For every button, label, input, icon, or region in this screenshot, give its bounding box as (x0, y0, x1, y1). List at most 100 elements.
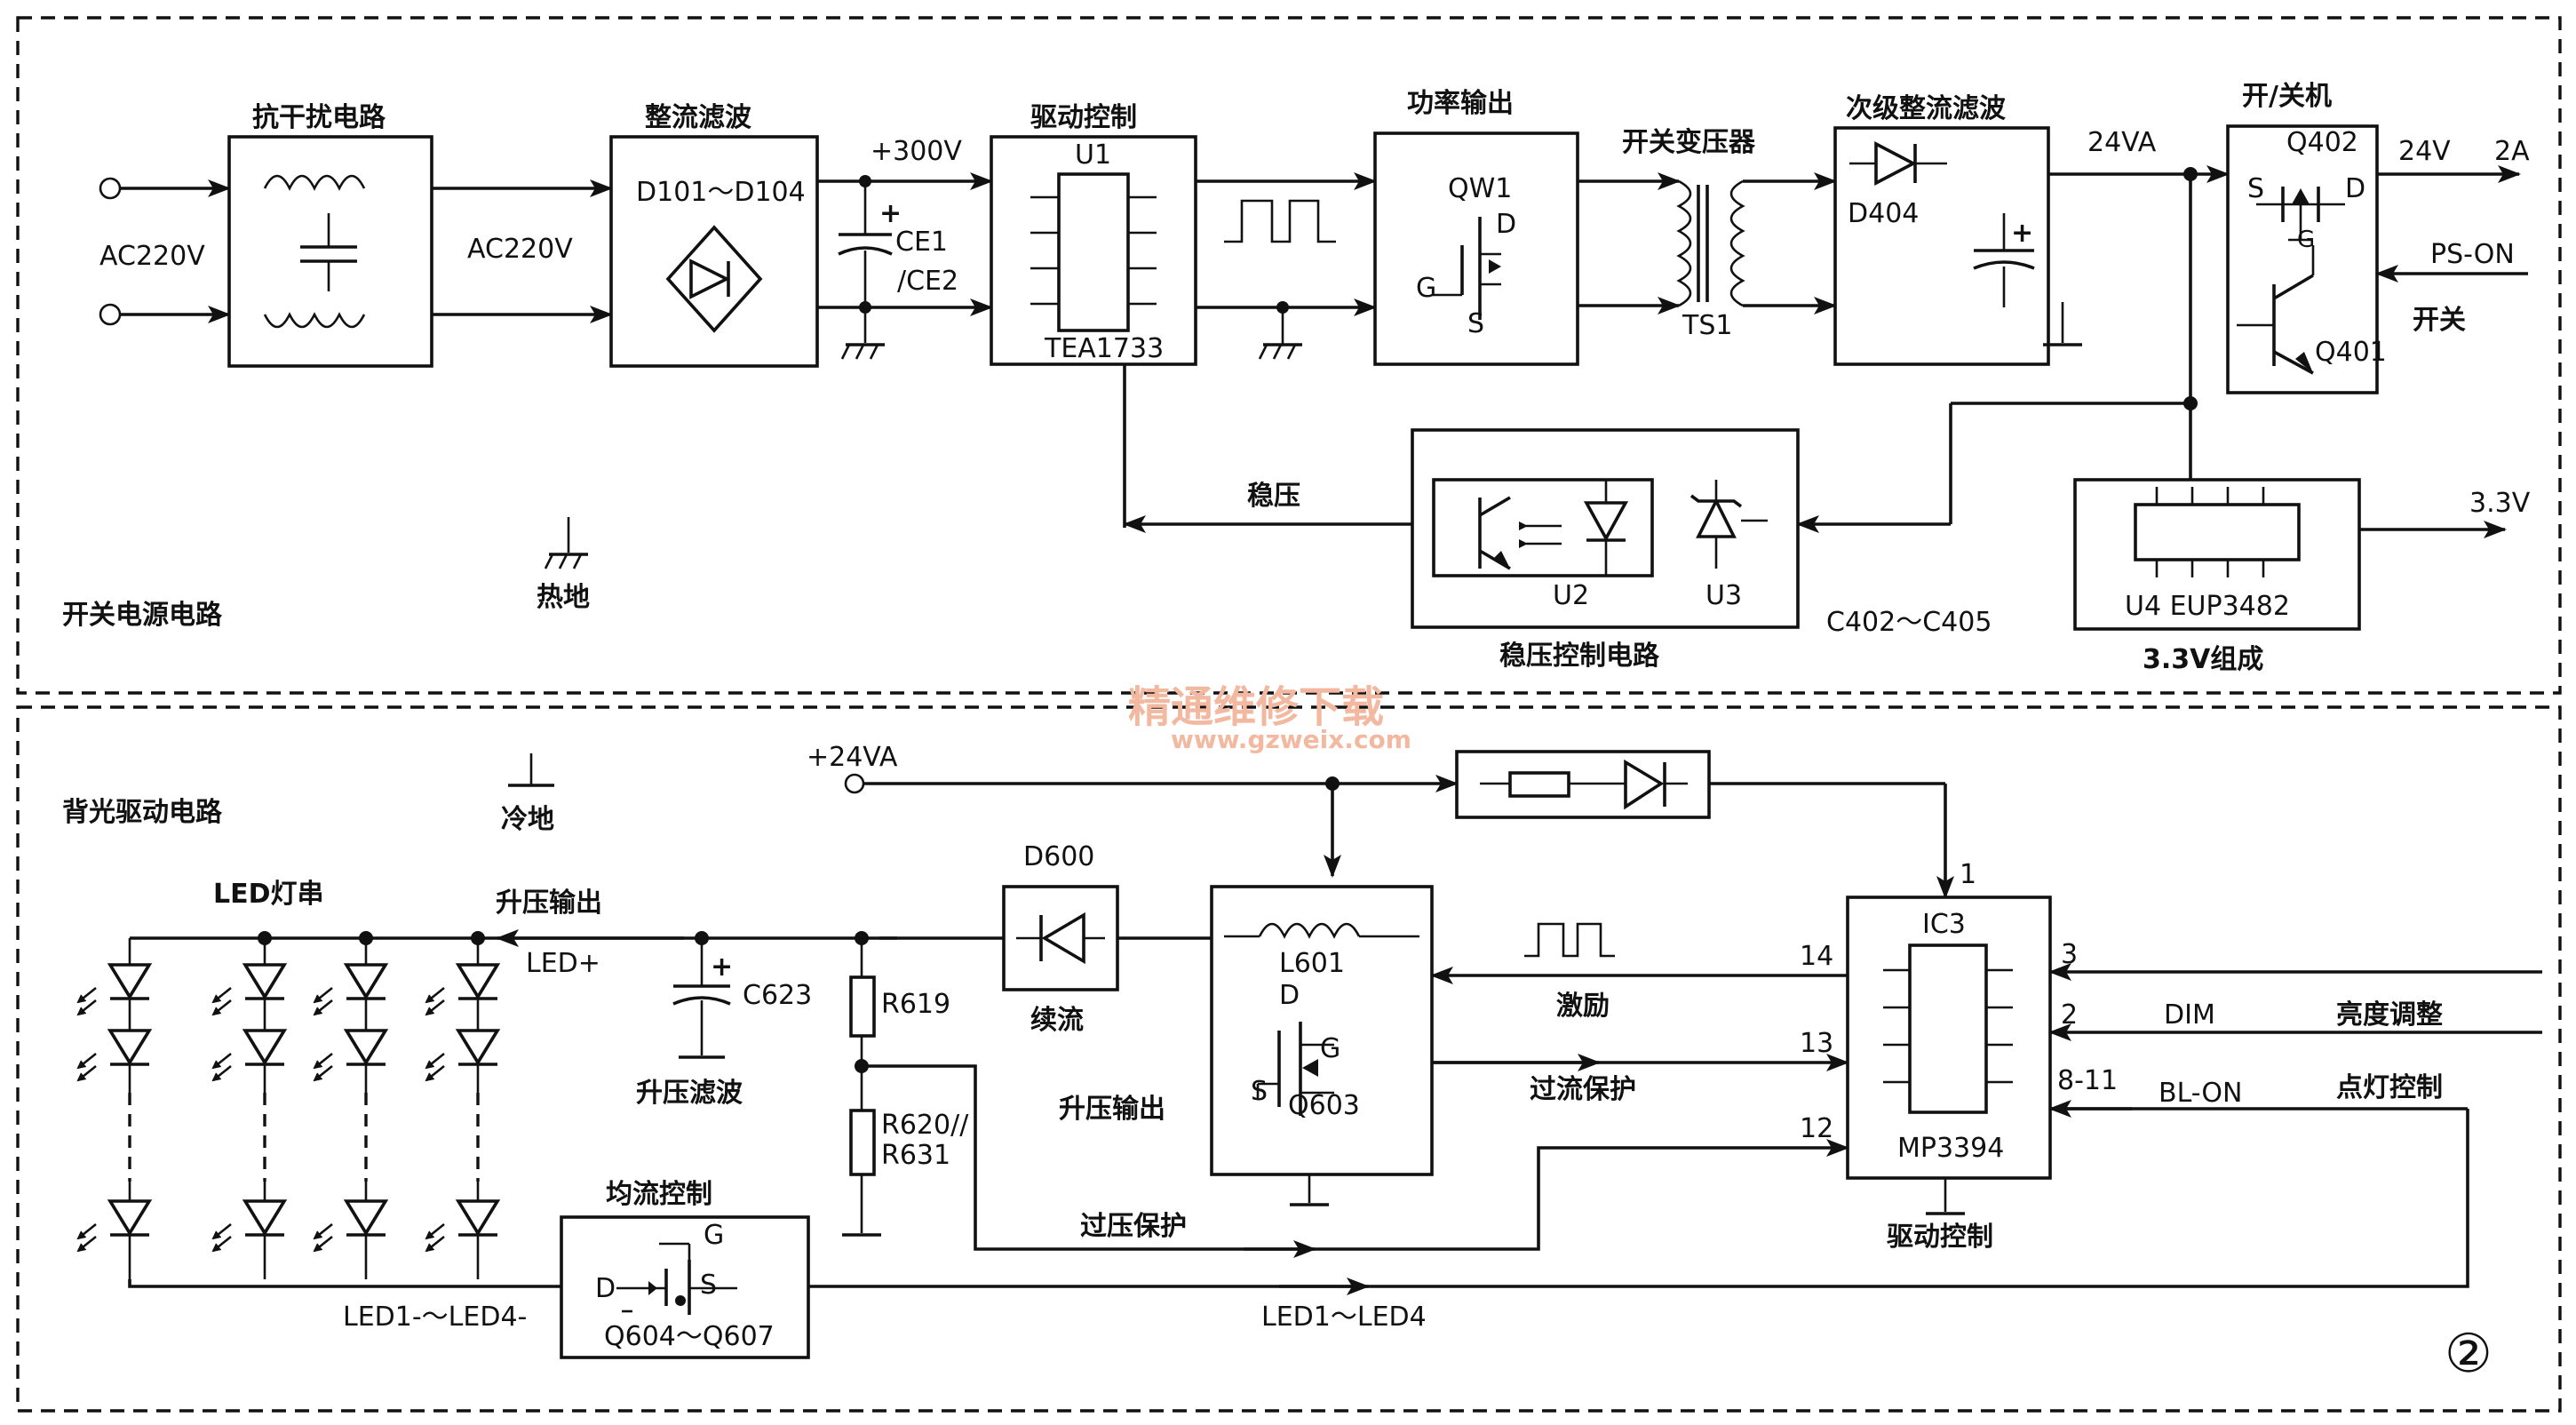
transformer-title: 开关变压器 (1622, 127, 1756, 158)
r619-label: R619 (881, 989, 950, 1020)
v24-label: 24V (2398, 136, 2451, 167)
mp3394-label: MP3394 (1897, 1133, 2004, 1164)
power-output-box (1373, 131, 1579, 366)
choke-bottom (263, 312, 366, 329)
drive-ctrl-label: 驱动控制 (1887, 1222, 1993, 1253)
power-section-title: 开关电源电路 (62, 600, 223, 631)
led-minus-label: LED1-～LED4- (343, 1302, 527, 1333)
c623-label: C623 (743, 980, 812, 1011)
excite-waveform (1524, 922, 1615, 958)
q401-label: Q401 (2315, 337, 2387, 368)
r631-label: R631 (881, 1140, 950, 1171)
led-string-3 (313, 931, 389, 1279)
q402-label: Q402 (2286, 127, 2358, 158)
q603-label: Q603 (1288, 1090, 1360, 1121)
qw1-pin-g: G (1416, 273, 1436, 304)
ic3-pin13: 13 (1800, 1028, 1833, 1059)
figure-number: ② (2445, 1323, 2493, 1385)
qw1-label: QW1 (1448, 173, 1512, 204)
ts1-label: TS1 (1682, 310, 1732, 341)
u1-chip (1057, 172, 1130, 332)
rectifier-part: D101～D104 (636, 177, 806, 208)
power-output-title: 功率输出 (1407, 88, 1514, 119)
rectifier-box (609, 135, 819, 368)
dim-label: DIM (2164, 999, 2215, 1031)
svg-text:+: + (2011, 218, 2033, 249)
c402-label: C402～C405 (1826, 607, 1992, 638)
choke-top (263, 174, 366, 191)
r620-label: R620// (881, 1110, 969, 1141)
emi-title: 抗干扰电路 (252, 102, 386, 133)
boost-out2-label: 升压输出 (1059, 1094, 1165, 1125)
svg-text:+: + (879, 198, 902, 229)
watermark-url: www.gzweix.com (1171, 725, 1411, 754)
excite-label: 激励 (1556, 991, 1610, 1022)
tea1733-label: TEA1733 (1044, 333, 1164, 364)
q603-pin-d: D (1279, 980, 1300, 1011)
led-plus-label: LED+ (526, 948, 600, 979)
balance-title: 均流控制 (606, 1179, 712, 1210)
ac-input-label: AC220V (99, 241, 205, 272)
a2-label: 2A (2494, 136, 2530, 167)
backlight-section-frame (16, 705, 2562, 1413)
ic3-pin14: 14 (1800, 941, 1833, 972)
led-bus-label: LED1～LED4 (1261, 1302, 1427, 1333)
qw1-pin-d: D (1496, 209, 1516, 240)
q603-pin-g: G (1320, 1033, 1340, 1064)
ic3-label: IC3 (1922, 909, 1966, 940)
qw1-pin-s: S (1467, 308, 1484, 339)
u4-label: U4 EUP3482 (2125, 591, 2290, 622)
v33-out-label: 3.3V (2469, 488, 2531, 519)
secondary-title: 次级整流滤波 (1846, 93, 2007, 124)
ac-mid-label: AC220V (467, 234, 573, 265)
power-section-frame (16, 16, 2562, 695)
onoff-box (2226, 124, 2379, 394)
led-string-1 (76, 938, 153, 1279)
light-ctrl-label: 点灯控制 (2336, 1072, 2443, 1103)
secondary-rect-box (1833, 126, 2050, 366)
q402-pin-s: S (2247, 173, 2264, 204)
l601-inductor (1258, 922, 1361, 939)
primary-winding (1676, 179, 1692, 307)
ic3-pin12: 12 (1800, 1113, 1833, 1144)
boost-filter-label: 升压滤波 (636, 1078, 743, 1109)
regulator-title: 稳压控制电路 (1499, 641, 1660, 672)
drive-title: 驱动控制 (1030, 102, 1137, 133)
v24va-label: 24VA (2087, 127, 2157, 158)
d404-label: D404 (1848, 198, 1919, 229)
led-string-4 (425, 931, 501, 1279)
cap-ce1: CE1 (895, 227, 948, 258)
q604-pin-d: D (595, 1273, 616, 1304)
ic3-pin1: 1 (1960, 859, 1976, 890)
v33-title: 3.3V组成 (2143, 644, 2263, 675)
v300-label: +300V (871, 136, 962, 167)
pwm-waveform (1224, 199, 1336, 243)
svg-text:+: + (711, 951, 733, 983)
bridge-diamond (665, 225, 763, 333)
hot-ground-label: 热地 (537, 582, 590, 613)
u1-label: U1 (1075, 139, 1111, 171)
onoff-title: 开/关机 (2242, 81, 2332, 112)
q402-pin-g: G (2297, 227, 2315, 253)
freewheel-label: 续流 (1030, 1005, 1084, 1036)
ovp-label: 过压保护 (1080, 1211, 1187, 1242)
l601-label: L601 (1279, 948, 1345, 979)
ic3-pin8-11: 8-11 (2057, 1065, 2118, 1096)
ocp-label: 过流保护 (1530, 1074, 1636, 1105)
led-string-2 (211, 931, 288, 1279)
switch-label: 开关 (2413, 305, 2466, 336)
bl-on-label: BL-ON (2159, 1078, 2242, 1109)
rectifier-title: 整流滤波 (645, 102, 752, 133)
watermark-cn: 精通维修下载 (1128, 682, 1384, 732)
ps-on-label: PS-ON (2430, 239, 2515, 270)
q604-pin-g: G (704, 1220, 724, 1251)
u2-label: U2 (1553, 580, 1589, 611)
regulator-box (1411, 428, 1800, 629)
cold-ground-label: 冷地 (501, 804, 554, 835)
boost-out-label: 升压输出 (496, 888, 602, 919)
boost-module-box (1210, 885, 1434, 1176)
ac-terminal-top (99, 177, 122, 200)
cap-ce2: /CE2 (897, 266, 958, 297)
ic3-pin2: 2 (2061, 999, 2078, 1031)
